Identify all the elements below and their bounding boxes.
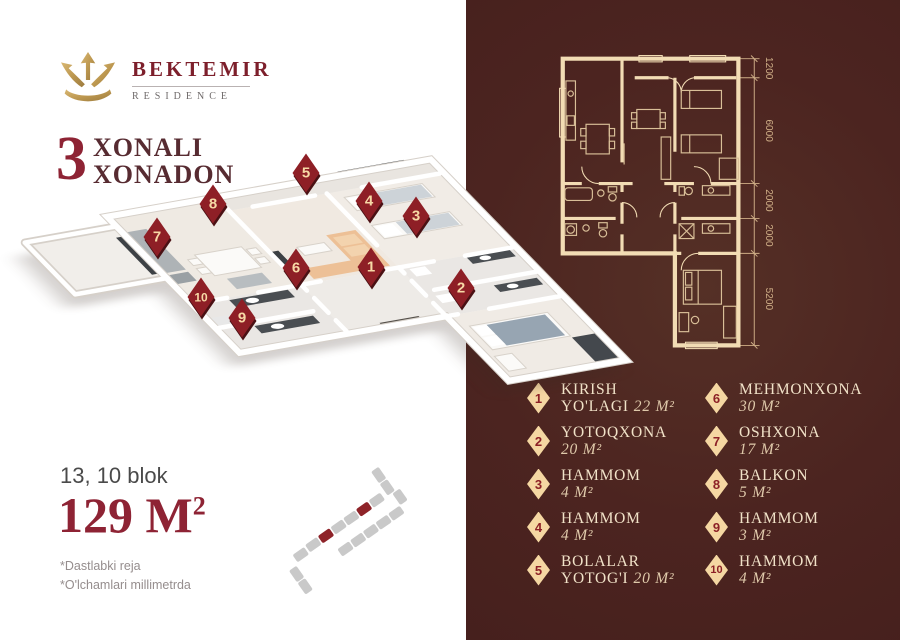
legend-item-6: 6 MEHMONXONA 30 M² — [705, 381, 890, 415]
brand-divider — [132, 85, 250, 87]
plan2d-walls — [560, 56, 741, 348]
footnote-2: *O'lchamlari millimetrda — [60, 578, 191, 592]
plan-marker-4: 4 — [355, 181, 384, 224]
plan-marker-6: 6 — [282, 248, 311, 291]
title-line2: XONADON — [93, 160, 235, 189]
brand-subtitle: RESIDENCE — [132, 90, 232, 102]
plan-marker-1: 1 — [357, 247, 386, 290]
title-line1: XONALI — [93, 133, 204, 162]
diamond-icon: 1 — [527, 382, 550, 414]
dim-label: 1200 — [763, 57, 774, 80]
block-label: 13, 10 blok — [60, 463, 168, 488]
dim-label: 2000 — [763, 189, 774, 212]
legend-column-right: 6 MEHMONXONA 30 M² 7 OSHXONA 17 M² 8 BAL… — [705, 381, 890, 596]
plan-marker-5: 5 — [292, 153, 321, 196]
dim-label: 2000 — [763, 224, 774, 247]
diamond-icon: 10 — [705, 554, 728, 586]
legend-item-3: 3 HAMMOM 4 M² — [527, 467, 712, 501]
plan-marker-3: 3 — [402, 196, 431, 239]
plan2d-doors — [581, 77, 712, 271]
diamond-icon: 9 — [705, 511, 728, 543]
plan-marker-8: 8 — [199, 184, 228, 227]
plan2d-furniture — [564, 80, 739, 339]
plan2d-dimensions: 1200 6000 2000 2000 5200 — [740, 55, 774, 349]
entry-door — [379, 316, 424, 329]
legend-item-7: 7 OSHXONA 17 M² — [705, 424, 890, 458]
legend-item-10: 10 HAMMOM 4 M² — [705, 553, 890, 587]
floor-plan-2d: 1200 6000 2000 2000 5200 — [559, 54, 774, 350]
plan-marker-9: 9 — [228, 298, 257, 341]
plan-marker-10: 10 — [187, 277, 216, 320]
site-plan — [289, 467, 407, 594]
footnotes: *Dastlabki reja *O'lchamlari millimetrda — [60, 557, 191, 595]
crown-icon — [61, 52, 115, 102]
legend-item-4: 4 HAMMOM 4 M² — [527, 510, 712, 544]
diamond-icon: 4 — [527, 511, 550, 543]
diamond-icon: 3 — [527, 468, 550, 500]
diamond-icon: 2 — [527, 425, 550, 457]
diamond-icon: 5 — [527, 554, 550, 586]
legend-item-2: 2 YOTOQXONA 20 M² — [527, 424, 712, 458]
diamond-icon: 7 — [705, 425, 728, 457]
diamond-icon: 8 — [705, 468, 728, 500]
diamond-icon: 6 — [705, 382, 728, 414]
footnote-1: *Dastlabki reja — [60, 559, 141, 573]
title-number: 3 — [56, 125, 87, 193]
bathroom-furniture-icon — [210, 289, 321, 334]
dim-label: 5200 — [763, 288, 774, 311]
legend-item-8: 8 BALKON 5 M² — [705, 467, 890, 501]
plan-marker-2: 2 — [447, 268, 476, 311]
highlighted-blocks — [318, 502, 372, 543]
legend-item-9: 9 HAMMOM 3 M² — [705, 510, 890, 544]
page-title: 3 XONALI XONADON — [56, 125, 235, 193]
brand-name: BEKTEMIR — [132, 56, 272, 81]
brand-logo: BEKTEMIR RESIDENCE — [56, 52, 272, 106]
plan-marker-7: 7 — [143, 217, 172, 260]
dim-label: 6000 — [763, 119, 774, 142]
total-area: 129 M2 — [58, 487, 206, 543]
bed-icon — [337, 159, 467, 239]
